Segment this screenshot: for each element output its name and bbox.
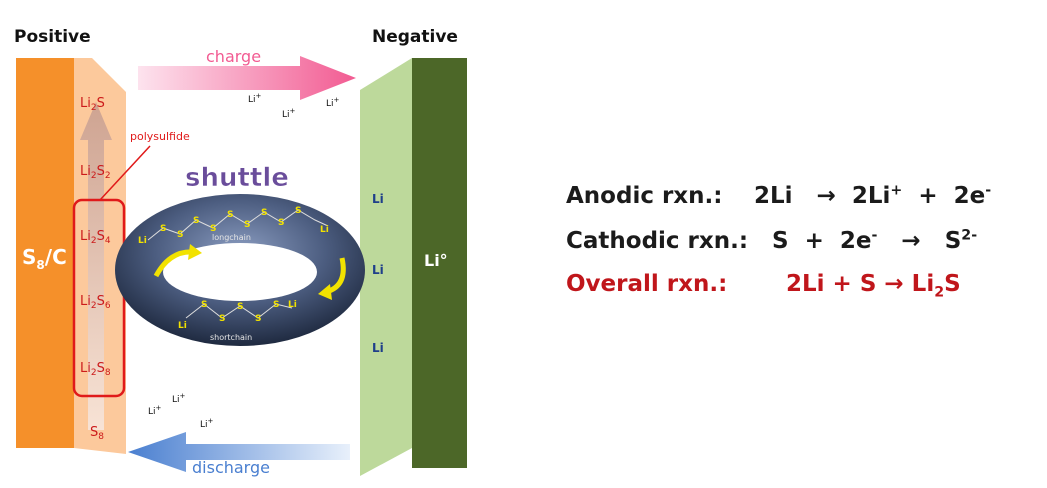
longchain-s: S [193,216,199,226]
li-ion-1: Li+ [248,92,262,105]
shortchain-s: S [237,302,243,312]
overall-label: Overall rxn.: [566,271,728,297]
shortchain-label: shortchain [210,333,252,342]
anode-electrode [412,58,467,468]
anode-light-layer [360,58,412,476]
torus-right-arrowhead [318,284,332,300]
discharge-arrow [128,432,350,472]
positive-label: Positive [14,27,91,47]
anodic-equation: 2Li → 2Li+ + 2e- [754,182,992,209]
polysulfide-up-arrow [80,102,112,430]
species-li2s4: Li2S4 [80,229,111,246]
longchain-li-left: Li [138,236,147,246]
li-ion-4: Li+ [148,404,162,417]
cathodic-label: Cathodic rxn.: [566,228,749,254]
discharge-label: discharge [192,458,270,477]
shortchain-s: S [273,300,279,310]
polysulfide-pointer [99,145,151,201]
longchain-s: S [261,208,267,218]
species-li2s6: Li2S6 [80,294,111,311]
longchain-s: S [210,224,216,234]
overall-equation: 2Li + S → Li2S [786,271,961,301]
longchain-label: longchain [212,233,251,242]
anode-li-1: Li [372,192,384,206]
li-ion-6: Li+ [200,417,214,430]
shortchain-s: S [255,314,261,324]
longchain-s: S [295,206,301,216]
li-ion-3: Li+ [326,96,340,109]
species-li2s: Li2S [80,96,105,113]
longchain-s: S [227,210,233,220]
anode-li-2: Li [372,263,384,277]
shortchain-li-left: Li [178,321,187,331]
longchain-s: S [177,230,183,240]
longchain-s: S [160,224,166,234]
charge-label: charge [206,47,261,66]
longchain-s: S [244,220,250,230]
torus-left-arrowhead [188,244,202,260]
battery-diagram: Positive Negative S8/C Li2S Li2S2 Li2S4 … [14,27,467,477]
li-ion-5: Li+ [172,392,186,405]
species-li2s2: Li2S2 [80,164,111,181]
species-li2s8: Li2S8 [80,361,111,378]
longchain-s: S [278,218,284,228]
cathodic-equation: S + 2e- → S2- [772,227,978,254]
shortchain-bonds [185,303,293,319]
shortchain-s: S [219,314,225,324]
longchain-li-right: Li [320,225,329,235]
anodic-label: Anodic rxn.: [566,183,723,209]
shortchain-li-right: Li [288,300,297,310]
torus-hole [163,243,317,301]
cathode-material-label: S8/C [22,245,67,272]
negative-label: Negative [372,27,458,47]
shortchain-s: S [201,300,207,310]
longchain-bonds [147,209,329,241]
anode-material-label: Li° [424,251,448,270]
li-ion-2: Li+ [282,107,296,120]
cathode-electrode [16,58,74,448]
polysulfide-label: polysulfide [130,130,190,143]
charge-arrow [138,56,356,100]
shuttle-title: shuttle [185,163,289,193]
anode-li-3: Li [372,341,384,355]
